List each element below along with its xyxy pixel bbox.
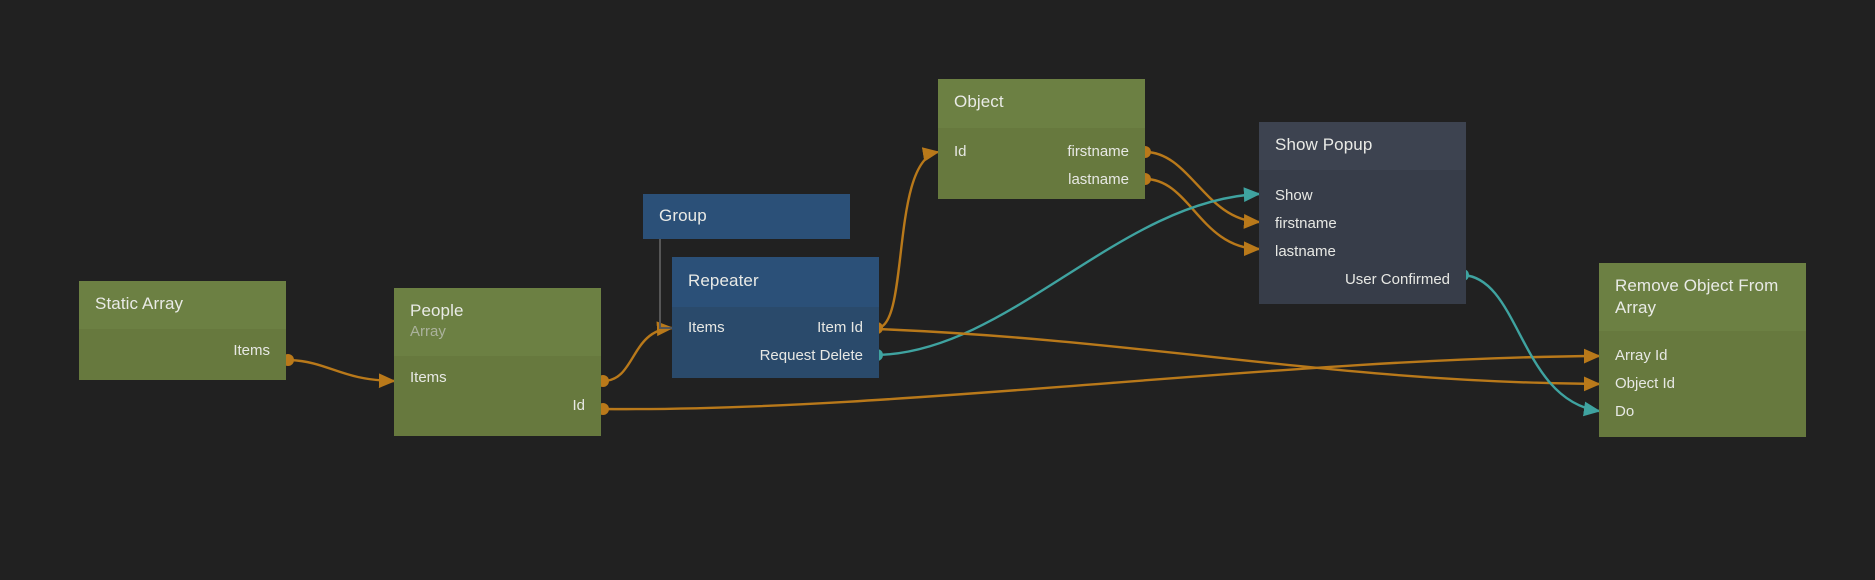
port-label-do: Do: [1615, 403, 1635, 420]
node-show-popup[interactable]: Show Popup Show firstname lastname User …: [1259, 122, 1466, 304]
port-label-item-id: Item Id: [817, 319, 863, 336]
node-body-remove-object-from-array: Array Id Object Id Do: [1599, 331, 1806, 437]
port-label-id: Id: [572, 397, 585, 414]
port-row-people-id[interactable]: Id: [394, 392, 601, 420]
port-row-show-popup-user-confirmed[interactable]: User Confirmed: [1259, 266, 1466, 294]
wire-people-items-to-repeater-items: [602, 321, 674, 383]
port-label-items: Items: [233, 342, 270, 359]
node-header-object: Object: [938, 79, 1145, 128]
port-label-lastname: lastname: [1275, 243, 1336, 260]
node-people[interactable]: People Array Items Id: [394, 288, 601, 436]
port-row-show-popup-show[interactable]: Show: [1259, 182, 1466, 210]
port-row-show-popup-lastname[interactable]: lastname: [1259, 238, 1466, 266]
node-body-static-array: Items: [79, 329, 286, 380]
node-title-people: People: [410, 301, 464, 320]
node-title-show-popup: Show Popup: [1275, 135, 1373, 154]
wire-repeater-request-delete-to-popup-show: [876, 187, 1261, 357]
port-row-remove-array-id[interactable]: Array Id: [1599, 342, 1806, 370]
node-body-people: Items Id: [394, 356, 601, 436]
port-label-items: Items: [688, 319, 725, 336]
port-label-firstname: firstname: [1067, 143, 1129, 160]
node-header-repeater: Repeater: [672, 257, 879, 307]
wire-object-lastname-to-popup-lastname: [1144, 177, 1261, 257]
port-row-repeater-request-delete[interactable]: Request Delete: [672, 342, 879, 370]
node-title-repeater: Repeater: [688, 271, 759, 290]
node-title-remove-object-from-array: Remove Object From Array: [1615, 276, 1779, 317]
wire-static-items-to-people-items: [289, 358, 396, 389]
port-label-user-confirmed: User Confirmed: [1344, 271, 1450, 288]
port-row-show-popup-firstname[interactable]: firstname: [1259, 210, 1466, 238]
node-header-group: Group: [643, 194, 850, 239]
node-body-repeater: Items Item Id Request Delete: [672, 307, 879, 378]
port-row-object-lastname[interactable]: lastname: [938, 166, 1145, 194]
port-row-remove-do[interactable]: Do: [1599, 398, 1806, 426]
port-row-object-id[interactable]: Id firstname: [938, 138, 1145, 166]
node-title-static-array: Static Array: [95, 294, 184, 313]
node-header-static-array: Static Array: [79, 281, 286, 329]
port-row-people-items[interactable]: Items: [394, 364, 601, 392]
port-label-firstname: firstname: [1275, 215, 1337, 232]
node-remove-object-from-array[interactable]: Remove Object From Array Array Id Object…: [1599, 263, 1806, 437]
node-group[interactable]: Group: [643, 194, 850, 239]
node-title-group: Group: [659, 206, 707, 225]
port-label-object-id: Object Id: [1615, 375, 1676, 392]
port-label-request-delete: Request Delete: [759, 347, 863, 364]
node-object[interactable]: Object Id firstname lastname: [938, 79, 1145, 199]
wire-repeater-itemid-to-object-id: [876, 147, 940, 330]
wire-popup-confirmed-to-remove-do: [1462, 273, 1601, 417]
port-label-show: Show: [1275, 187, 1313, 204]
node-static-array[interactable]: Static Array Items: [79, 281, 286, 380]
node-subtitle-people: Array: [410, 323, 446, 340]
port-label-array-id: Array Id: [1615, 347, 1668, 364]
port-row-static-array-items[interactable]: Items: [79, 337, 286, 365]
port-label-id: Id: [954, 143, 967, 160]
port-row-remove-object-id[interactable]: Object Id: [1599, 370, 1806, 398]
port-label-lastname: lastname: [1068, 171, 1129, 188]
node-repeater[interactable]: Repeater Items Item Id Request Delete: [672, 257, 879, 378]
wire-repeater-itemid-to-remove-objectid: [876, 327, 1601, 392]
node-header-people: People Array: [394, 288, 601, 356]
node-header-remove-object-from-array: Remove Object From Array: [1599, 263, 1806, 331]
node-body-object: Id firstname lastname: [938, 128, 1145, 199]
port-row-repeater-items[interactable]: Items Item Id: [672, 314, 879, 342]
port-label-items: Items: [410, 369, 447, 386]
node-header-show-popup: Show Popup: [1259, 122, 1466, 170]
wire-object-firstname-to-popup-firstname: [1144, 150, 1261, 229]
node-body-show-popup: Show firstname lastname User Confirmed: [1259, 170, 1466, 304]
node-title-object: Object: [954, 92, 1004, 111]
